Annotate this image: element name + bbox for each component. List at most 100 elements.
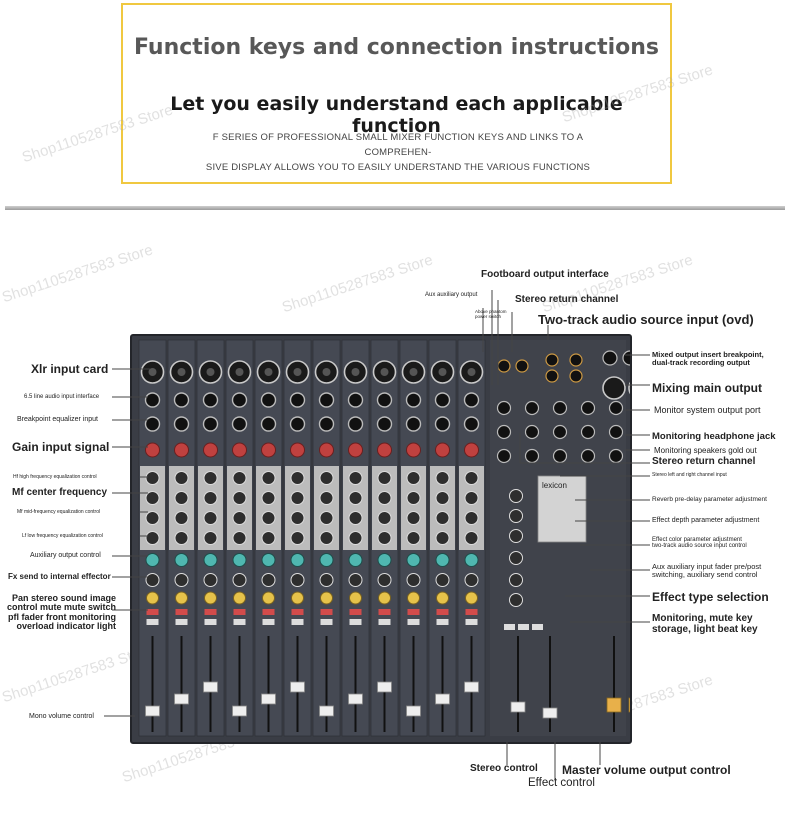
label-stereo-return-right: Stereo return channel xyxy=(652,456,756,467)
fx-knob xyxy=(261,573,276,587)
mute-button xyxy=(349,609,362,615)
label-gain: Gain input signal xyxy=(12,440,110,454)
label-effect-type: Effect type selection xyxy=(652,590,769,604)
header-subtitle: Let you easily understand each applicabl… xyxy=(170,93,623,137)
fader-track xyxy=(441,636,444,732)
label-mixed-output-insert: Mixed output insert breakpoint, dual-tra… xyxy=(652,350,764,367)
fader-cap xyxy=(406,705,421,717)
header-box: Function keys and connection instruction… xyxy=(121,3,672,184)
aux-knob xyxy=(348,553,363,567)
rca-jack xyxy=(569,369,583,383)
master-jack xyxy=(552,424,568,440)
label-stereo-lr-input: Stereo left and right channel input xyxy=(652,472,727,478)
pan-knob xyxy=(146,591,159,605)
line-jack xyxy=(434,392,451,408)
eq-knob xyxy=(348,471,363,485)
xlr-jack-center xyxy=(293,368,302,376)
fader-cap xyxy=(464,681,479,693)
pfl-button xyxy=(436,619,449,625)
eq-knob xyxy=(174,531,189,545)
insert-jack xyxy=(376,416,393,432)
aux-knob xyxy=(145,553,160,567)
master-fader-track xyxy=(517,636,519,732)
label-line-input: 6.5 line audio input interface xyxy=(24,394,100,400)
mute-button xyxy=(175,609,188,615)
mute-button xyxy=(204,609,217,615)
aux-knob xyxy=(464,553,479,567)
label-aux-aux-output: Aux auxiliary output xyxy=(425,292,478,298)
insert-jack xyxy=(289,416,306,432)
gain-knob xyxy=(435,442,450,458)
pfl-button xyxy=(407,619,420,625)
pan-knob xyxy=(320,591,333,605)
effect-knob xyxy=(509,551,523,565)
label-monitoring-mute: Monitoring, mute key storage, light beat… xyxy=(652,613,758,635)
label-mono-volume: Mono volume control xyxy=(29,713,94,720)
pan-knob xyxy=(349,591,362,605)
effect-knob xyxy=(509,573,523,587)
aux-knob xyxy=(319,553,334,567)
line-jack xyxy=(376,392,393,408)
xlr-jack-center xyxy=(409,368,418,376)
fader-track xyxy=(238,636,241,732)
xlr-jack-center xyxy=(380,368,389,376)
line-jack xyxy=(347,392,364,408)
fx-knob xyxy=(174,573,189,587)
label-master-volume: Master volume output control xyxy=(562,763,731,777)
insert-jack xyxy=(173,416,190,432)
fader-track xyxy=(151,636,154,732)
pfl-button xyxy=(378,619,391,625)
line-jack xyxy=(173,392,190,408)
master-jack xyxy=(496,424,512,440)
line-jack xyxy=(202,392,219,408)
pan-knob xyxy=(233,591,246,605)
mixer-panel: lexicon xyxy=(130,334,632,744)
xlr-jack-center xyxy=(177,368,186,376)
fader-cap xyxy=(203,681,218,693)
fader-track xyxy=(325,636,328,732)
eq-knob xyxy=(319,471,334,485)
effect-display xyxy=(537,475,587,543)
pan-knob xyxy=(436,591,449,605)
fader-track xyxy=(180,636,183,732)
label-stereo-control: Stereo control xyxy=(470,763,538,774)
xlr-jack-center xyxy=(438,368,447,376)
pan-knob xyxy=(407,591,420,605)
eq-knob xyxy=(145,471,160,485)
aux-knob xyxy=(174,553,189,567)
aux-knob xyxy=(203,553,218,567)
mute-button xyxy=(465,609,478,615)
fx-knob xyxy=(290,573,305,587)
master-fader-track xyxy=(549,636,551,732)
mute-button xyxy=(291,609,304,615)
divider xyxy=(5,206,785,210)
insert-jack xyxy=(202,416,219,432)
rca-jack xyxy=(515,359,529,373)
master-jack xyxy=(496,400,512,416)
label-hf-eq: Hf high frequency equalization control xyxy=(13,474,97,480)
fader-cap xyxy=(232,705,247,717)
label-mf-center: Mf center frequency xyxy=(12,487,108,498)
eq-knob xyxy=(406,511,421,525)
aux-knob xyxy=(435,553,450,567)
line-jack xyxy=(231,392,248,408)
mixer-drawing: lexicon xyxy=(138,339,630,737)
master-button xyxy=(518,624,529,630)
pfl-button xyxy=(291,619,304,625)
fader-cap xyxy=(261,693,276,705)
mute-button xyxy=(262,609,275,615)
line-jack xyxy=(144,392,161,408)
pfl-button xyxy=(262,619,275,625)
eq-knob xyxy=(406,491,421,505)
master-jack xyxy=(496,448,512,464)
label-footboard-output: Footboard output interface xyxy=(481,269,609,280)
gain-knob xyxy=(290,442,305,458)
output-jack xyxy=(602,350,618,366)
eq-knob xyxy=(406,471,421,485)
master-button xyxy=(504,624,515,630)
eq-knob xyxy=(435,471,450,485)
effect-knob xyxy=(509,529,523,543)
master-jack xyxy=(552,400,568,416)
fx-knob xyxy=(406,573,421,587)
